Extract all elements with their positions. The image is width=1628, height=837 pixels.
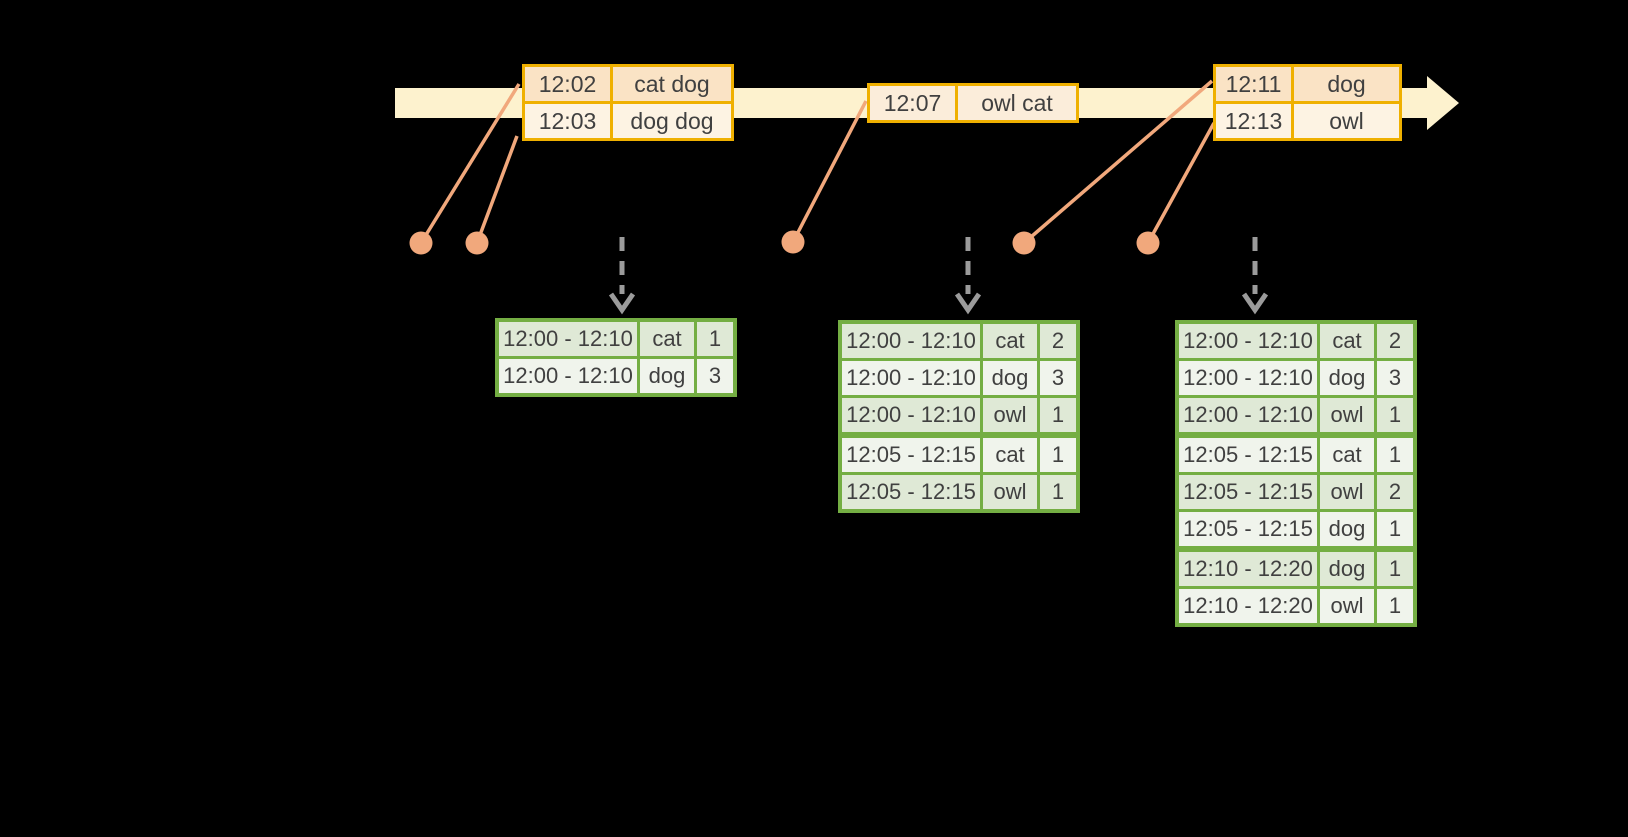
count-cell: 3 bbox=[694, 356, 737, 397]
event-connector-line bbox=[1146, 122, 1216, 244]
result-row: 12:05 - 12:15 cat 1 bbox=[838, 432, 1080, 475]
result-row: 12:00 - 12:10 owl 1 bbox=[838, 395, 1080, 437]
result-table-1: 12:00 - 12:10 cat 1 12:00 - 12:10 dog 3 bbox=[495, 318, 737, 397]
count-cell: 1 bbox=[1037, 472, 1080, 513]
word-cell: dog bbox=[980, 358, 1040, 398]
event-batch-table-2: 12:07 owl cat bbox=[867, 83, 1079, 123]
word-cell: cat bbox=[1317, 432, 1377, 475]
event-words-cell: owl cat bbox=[955, 83, 1079, 123]
event-words-cell: dog bbox=[1291, 64, 1402, 104]
count-cell: 1 bbox=[1374, 432, 1417, 475]
window-cell: 12:00 - 12:10 bbox=[1175, 320, 1320, 361]
count-cell: 1 bbox=[1374, 586, 1417, 627]
window-cell: 12:00 - 12:10 bbox=[495, 318, 640, 359]
count-cell: 1 bbox=[1037, 432, 1080, 475]
word-cell: dog bbox=[1317, 358, 1377, 398]
result-row: 12:00 - 12:10 dog 3 bbox=[838, 358, 1080, 398]
event-time-cell: 12:02 bbox=[522, 64, 613, 104]
event-dot-icon bbox=[409, 231, 433, 255]
event-time-cell: 12:07 bbox=[867, 83, 958, 123]
window-cell: 12:00 - 12:10 bbox=[1175, 358, 1320, 398]
event-row: 12:11 dog bbox=[1213, 64, 1402, 104]
result-row: 12:00 - 12:10 cat 2 bbox=[838, 320, 1080, 361]
event-time-cell: 12:13 bbox=[1213, 101, 1294, 141]
result-row: 12:10 - 12:20 dog 1 bbox=[1175, 546, 1417, 589]
word-cell: dog bbox=[1317, 546, 1377, 589]
window-cell: 12:05 - 12:15 bbox=[1175, 432, 1320, 475]
count-cell: 1 bbox=[1374, 509, 1417, 551]
result-row: 12:05 - 12:15 dog 1 bbox=[1175, 509, 1417, 551]
event-time-cell: 12:11 bbox=[1213, 64, 1294, 104]
word-cell: dog bbox=[1317, 509, 1377, 551]
result-row: 12:05 - 12:15 cat 1 bbox=[1175, 432, 1417, 475]
event-connector-line bbox=[1022, 79, 1214, 245]
event-row: 12:13 owl bbox=[1213, 101, 1402, 141]
event-batch-table-1: 12:02 cat dog 12:03 dog dog bbox=[522, 64, 734, 141]
window-cell: 12:05 - 12:15 bbox=[838, 472, 983, 513]
count-cell: 1 bbox=[1037, 395, 1080, 437]
word-cell: cat bbox=[980, 432, 1040, 475]
event-dot-icon bbox=[781, 230, 805, 254]
window-cell: 12:10 - 12:20 bbox=[1175, 546, 1320, 589]
event-row: 12:07 owl cat bbox=[867, 83, 1079, 123]
result-row: 12:10 - 12:20 owl 1 bbox=[1175, 586, 1417, 627]
trigger-arrowhead-icon bbox=[608, 292, 636, 315]
result-row: 12:00 - 12:10 cat 1 bbox=[495, 318, 737, 359]
window-cell: 12:00 - 12:10 bbox=[1175, 395, 1320, 437]
count-cell: 2 bbox=[1374, 472, 1417, 512]
event-row: 12:02 cat dog bbox=[522, 64, 734, 104]
trigger-arrowhead-icon bbox=[954, 292, 982, 315]
timeline-arrowhead-icon bbox=[1427, 76, 1459, 130]
result-row: 12:00 - 12:10 owl 1 bbox=[1175, 395, 1417, 437]
result-table-3: 12:00 - 12:10 cat 2 12:00 - 12:10 dog 3 … bbox=[1175, 320, 1417, 627]
result-row: 12:05 - 12:15 owl 2 bbox=[1175, 472, 1417, 512]
word-cell: cat bbox=[637, 318, 697, 359]
word-cell: owl bbox=[980, 472, 1040, 513]
event-words-cell: dog dog bbox=[610, 101, 734, 141]
count-cell: 2 bbox=[1037, 320, 1080, 361]
window-cell: 12:05 - 12:15 bbox=[1175, 509, 1320, 551]
event-dot-icon bbox=[465, 231, 489, 255]
window-cell: 12:05 - 12:15 bbox=[838, 432, 983, 475]
count-cell: 3 bbox=[1374, 358, 1417, 398]
event-connector-line bbox=[791, 100, 868, 243]
result-row: 12:00 - 12:10 dog 3 bbox=[1175, 358, 1417, 398]
count-cell: 1 bbox=[1374, 395, 1417, 437]
count-cell: 1 bbox=[694, 318, 737, 359]
event-dot-icon bbox=[1012, 231, 1036, 255]
event-row: 12:03 dog dog bbox=[522, 101, 734, 141]
count-cell: 2 bbox=[1374, 320, 1417, 361]
word-cell: cat bbox=[980, 320, 1040, 361]
window-cell: 12:00 - 12:10 bbox=[838, 358, 983, 398]
word-cell: owl bbox=[1317, 395, 1377, 437]
event-time-cell: 12:03 bbox=[522, 101, 613, 141]
word-cell: owl bbox=[980, 395, 1040, 437]
event-connector-line bbox=[475, 135, 519, 244]
window-cell: 12:05 - 12:15 bbox=[1175, 472, 1320, 512]
event-connector-line bbox=[419, 83, 521, 244]
event-batch-table-3: 12:11 dog 12:13 owl bbox=[1213, 64, 1402, 141]
result-table-2: 12:00 - 12:10 cat 2 12:00 - 12:10 dog 3 … bbox=[838, 320, 1080, 513]
word-cell: cat bbox=[1317, 320, 1377, 361]
count-cell: 1 bbox=[1374, 546, 1417, 589]
window-cell: 12:00 - 12:10 bbox=[838, 395, 983, 437]
word-cell: dog bbox=[637, 356, 697, 397]
result-row: 12:00 - 12:10 dog 3 bbox=[495, 356, 737, 397]
window-cell: 12:00 - 12:10 bbox=[838, 320, 983, 361]
count-cell: 3 bbox=[1037, 358, 1080, 398]
event-dot-icon bbox=[1136, 231, 1160, 255]
word-cell: owl bbox=[1317, 472, 1377, 512]
event-words-cell: owl bbox=[1291, 101, 1402, 141]
result-row: 12:00 - 12:10 cat 2 bbox=[1175, 320, 1417, 361]
word-cell: owl bbox=[1317, 586, 1377, 627]
result-row: 12:05 - 12:15 owl 1 bbox=[838, 472, 1080, 513]
window-cell: 12:00 - 12:10 bbox=[495, 356, 640, 397]
trigger-arrowhead-icon bbox=[1241, 292, 1269, 315]
event-words-cell: cat dog bbox=[610, 64, 734, 104]
window-cell: 12:10 - 12:20 bbox=[1175, 586, 1320, 627]
